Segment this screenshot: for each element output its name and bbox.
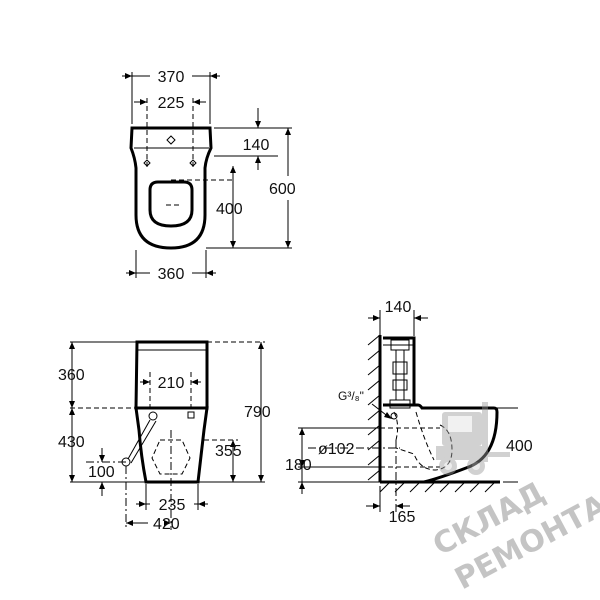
dim-370: 370 bbox=[158, 69, 185, 86]
wall-hatch bbox=[367, 334, 381, 481]
dim-360-front: 360 bbox=[58, 367, 85, 384]
front-inlet-valve bbox=[148, 411, 158, 421]
floor-hatch bbox=[379, 481, 496, 493]
dim-400-side: 400 bbox=[506, 438, 533, 455]
dim-600: 600 bbox=[269, 181, 296, 198]
dim-225: 225 bbox=[158, 95, 185, 112]
dim-355: 355 bbox=[215, 443, 242, 460]
dim-165: 165 bbox=[389, 509, 416, 526]
front-bowl-outline bbox=[134, 406, 209, 484]
dim-diameter: ø102 bbox=[318, 441, 355, 458]
front-view: 360 430 210 790 355 100 bbox=[58, 340, 271, 533]
side-trap-hidden bbox=[395, 424, 453, 471]
seat-opening bbox=[148, 180, 194, 228]
thread-label: G³/₈" bbox=[338, 389, 364, 403]
dim-180: 180 bbox=[285, 457, 312, 474]
top-view: 370 225 140 400 600 360 bbox=[122, 69, 296, 283]
side-bowl-outline bbox=[383, 403, 499, 484]
dim-210: 210 bbox=[158, 375, 185, 392]
side-view: 140 G³/₈" ø102 180 400 165 bbox=[285, 299, 533, 526]
front-outlet-hidden bbox=[151, 439, 191, 475]
dim-360-top: 360 bbox=[158, 266, 185, 283]
top-view-center-hole bbox=[166, 135, 176, 145]
dim-790: 790 bbox=[244, 404, 271, 421]
dim-100: 100 bbox=[88, 464, 115, 481]
watermark: СКЛАД РЕМОНТА bbox=[427, 402, 600, 597]
dim-235: 235 bbox=[159, 497, 186, 514]
dim-400-top: 400 bbox=[216, 201, 243, 218]
top-view-outline bbox=[129, 126, 213, 250]
dim-140-top: 140 bbox=[243, 137, 270, 154]
flush-valve bbox=[390, 339, 410, 351]
dim-140-side: 140 bbox=[385, 299, 412, 316]
dim-420: 420 bbox=[153, 516, 180, 533]
forklift-icon bbox=[436, 402, 510, 475]
dim-430: 430 bbox=[58, 434, 85, 451]
